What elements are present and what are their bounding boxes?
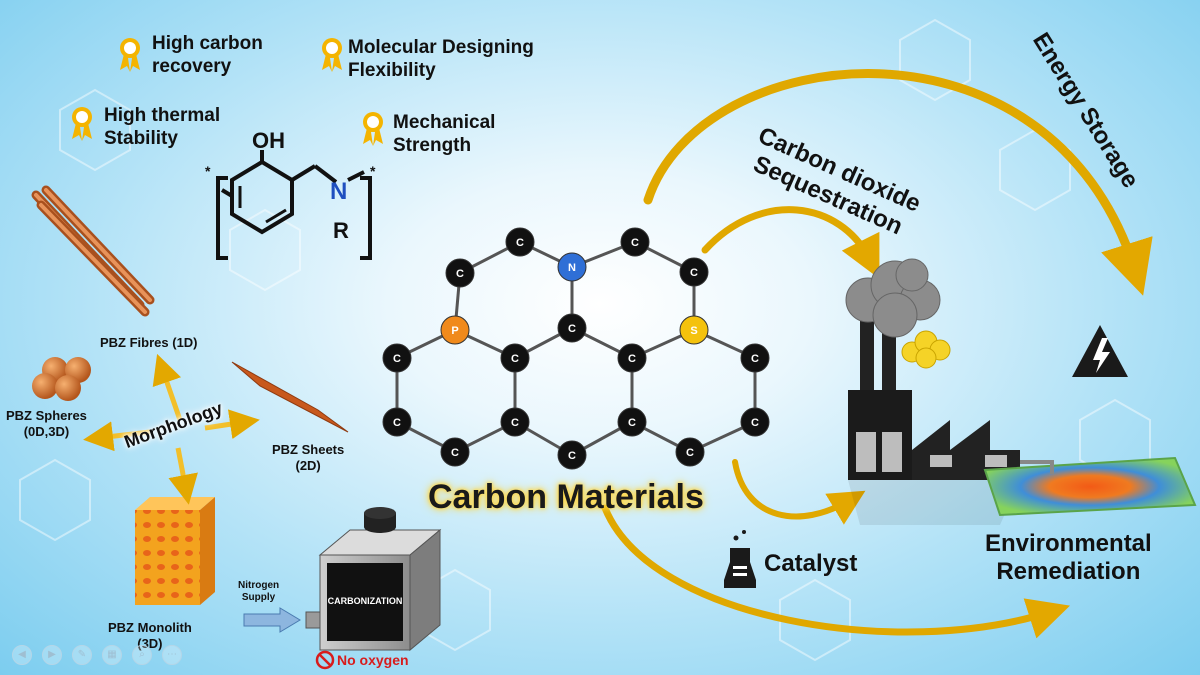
monomer-r-label: R [333, 218, 349, 243]
atom-c [679, 257, 709, 287]
monomer-oh-label: OH [252, 128, 285, 153]
monomer-n-label: N [330, 178, 348, 205]
more-options-icon[interactable]: ⋯ [162, 645, 182, 665]
pipe [1020, 460, 1054, 474]
award-icon [363, 112, 383, 146]
label-pbz-monolith: PBZ Monolith (3D) [108, 620, 192, 651]
atom-label: C [393, 417, 401, 429]
atom-label: C [631, 237, 639, 249]
slides-icon[interactable]: ▦ [102, 645, 122, 665]
application-arrows [601, 69, 1153, 639]
arrow-catalyst [732, 459, 866, 525]
atom-label: C [511, 417, 519, 429]
carbon-materials-title: Carbon Materials [428, 478, 704, 516]
atom-label: C [511, 353, 519, 365]
atom-label: N [568, 262, 576, 274]
label-pbz-fibres: PBZ Fibres (1D) [100, 335, 198, 350]
atom-c [445, 258, 475, 288]
atom-c [505, 227, 535, 257]
label-carbonization: CARBONIZATION [327, 596, 403, 606]
no-entry-icon [315, 650, 335, 670]
carbon-lattice: C N C C C C P S C C C C C C C C C C C [382, 227, 770, 470]
monomer-star-left: * [205, 163, 211, 179]
lightning-warning-icon [1072, 325, 1128, 377]
atom-label: P [451, 325, 458, 337]
pbz-spheres-image [32, 357, 91, 401]
atom-label: C [393, 353, 401, 365]
pollution-cloud-icon [901, 330, 951, 369]
atom-c [617, 407, 647, 437]
prev-slide-icon[interactable]: ◀ [12, 645, 32, 665]
feature-high-carbon-recovery: High carbon recovery [152, 33, 263, 77]
arrow-co2 [701, 206, 880, 279]
feature-molecular-flexibility: Molecular Designing Flexibility [348, 37, 534, 81]
atom-p [440, 315, 470, 345]
feature-mechanical-strength: Mechanical Strength [393, 112, 496, 156]
atom-label: C [568, 450, 576, 462]
pbz-sheet-image [231, 361, 349, 433]
atom-c [617, 343, 647, 373]
atom-c [557, 440, 587, 470]
award-icon [322, 38, 342, 72]
atom-label: C [516, 237, 524, 249]
atom-c [740, 407, 770, 437]
atom-c [500, 343, 530, 373]
label-nitrogen-supply: Nitrogen Supply [238, 580, 280, 603]
atom-c [500, 407, 530, 437]
atom-label: C [751, 417, 759, 429]
beaker-icon [724, 530, 756, 588]
atom-label: S [690, 325, 697, 337]
atom-label: C [628, 353, 636, 365]
atom-label: C [690, 267, 698, 279]
next-slide-icon[interactable]: ▶ [42, 645, 62, 665]
atom-label: C [456, 268, 464, 280]
atom-c [382, 343, 412, 373]
label-no-oxygen: No oxygen [337, 652, 409, 668]
label-pbz-sheets: PBZ Sheets (2D) [272, 442, 345, 473]
label-environmental-remediation: Environmental Remediation [985, 530, 1152, 585]
atom-c [382, 407, 412, 437]
atom-label: C [686, 447, 694, 459]
atom-c [620, 227, 650, 257]
label-pbz-spheres: PBZ Spheres (0D,3D) [6, 408, 87, 439]
atom-c [675, 437, 705, 467]
atom-s [679, 315, 709, 345]
monomer-star-right: * [370, 163, 376, 179]
atom-label: C [451, 447, 459, 459]
monomer-structure [216, 150, 372, 260]
atom-c [440, 437, 470, 467]
atom-label: C [628, 417, 636, 429]
atom-c [557, 313, 587, 343]
pbz-monolith-image [135, 497, 215, 605]
feature-thermal-stability: High thermal Stability [104, 105, 221, 149]
award-icon [120, 38, 140, 72]
pbz-fibres-image [31, 185, 155, 317]
atom-label: C [568, 323, 576, 335]
arrow-env [601, 504, 1071, 639]
nitrogen-arrow [243, 607, 301, 633]
atom-n [557, 252, 587, 282]
carbonization-furnace [305, 507, 442, 652]
atom-label: C [751, 353, 759, 365]
atom-c [740, 343, 770, 373]
label-catalyst: Catalyst [764, 550, 858, 577]
pen-icon[interactable]: ✎ [72, 645, 92, 665]
morphology-arrows [83, 353, 260, 505]
arrow-energy-storage [643, 69, 1153, 296]
remediation-pad [983, 456, 1197, 517]
cloud-icon [845, 258, 941, 338]
zoom-icon[interactable]: ⌕ [132, 645, 152, 665]
award-icon [72, 107, 92, 141]
